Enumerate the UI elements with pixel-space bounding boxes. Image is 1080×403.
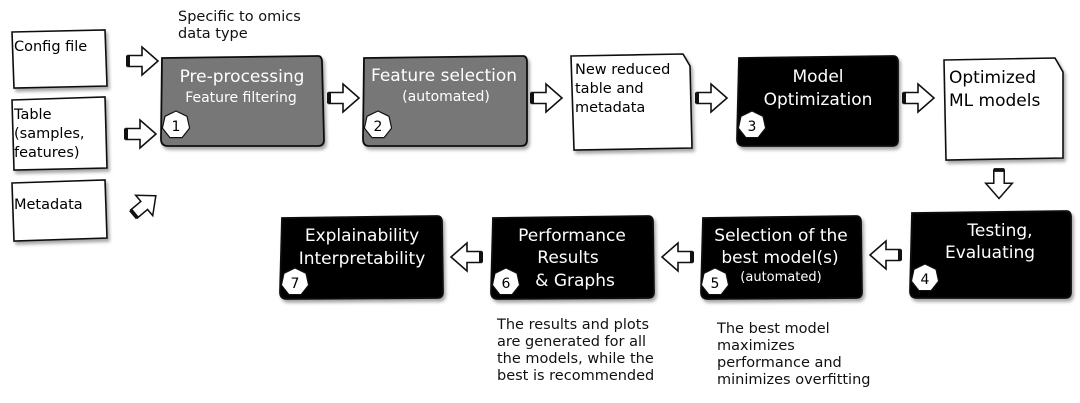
config-file-doc: Config file xyxy=(11,29,108,89)
step-2-number: 2 xyxy=(374,119,383,135)
arrow-3-doc-icon xyxy=(902,82,936,114)
reduced-line-2: table and xyxy=(575,81,644,97)
arrow-2-3-icon xyxy=(530,82,564,114)
reduced-line-1: New reduced xyxy=(575,62,670,78)
arrow-table-icon xyxy=(124,118,158,150)
metadata-doc: Metadata xyxy=(11,179,108,242)
arrow-doc-3-icon xyxy=(695,82,729,114)
table-label-3: features) xyxy=(14,145,80,161)
table-doc: Table (samples, features) xyxy=(11,96,108,171)
step-5-number: 5 xyxy=(711,276,720,292)
step-7-number: 7 xyxy=(291,276,300,292)
reduced-table-doc: New reduced table and metadata xyxy=(570,53,693,151)
table-label-1: Table xyxy=(13,107,52,123)
step-4-testing-box: Testing, Evaluating 4 xyxy=(909,210,1072,299)
arrow-4-5-icon xyxy=(868,239,902,271)
step-3-number: 3 xyxy=(748,119,757,135)
step-4-line-2: Evaluating xyxy=(945,243,1035,263)
step-7-line-2: Interpretability xyxy=(299,249,426,269)
arrow-config-icon xyxy=(126,45,160,77)
step-6-line-1: Performance xyxy=(518,226,626,246)
arrow-6-7-icon xyxy=(449,241,483,273)
optimized-line-1: Optimized xyxy=(949,68,1036,88)
arrow-down-icon xyxy=(983,168,1015,201)
metadata-label: Metadata xyxy=(14,197,83,213)
step-6-line-2: Results xyxy=(537,248,599,268)
optimized-line-2: ML models xyxy=(949,91,1040,111)
step-7-explainability-box: Explainability Interpretability 7 xyxy=(279,215,444,300)
step-3-line-1: Model xyxy=(792,67,843,87)
step-6-performance-box: Performance Results & Graphs 6 xyxy=(490,215,655,300)
step-5-line-2: best model(s) xyxy=(721,248,838,268)
results-note: The results and plots are generated for … xyxy=(497,317,655,384)
step-7-line-1: Explainability xyxy=(305,226,419,246)
arrow-1-2-icon xyxy=(327,82,361,114)
step-2-subtitle: (automated) xyxy=(402,89,490,105)
step-6-line-3: & Graphs xyxy=(535,271,615,291)
arrow-5-6-icon xyxy=(660,241,694,273)
step-2-feature-selection-box: Feature selection (automated) 2 xyxy=(362,55,528,147)
step-5-line-1: Selection of the xyxy=(714,226,847,246)
step-4-line-1: Testing, xyxy=(966,221,1032,241)
best-model-note: The best model maximizes performance and… xyxy=(717,321,871,388)
omics-note: Specific to omics data type xyxy=(178,9,301,42)
step-4-number: 4 xyxy=(921,272,930,288)
table-label-2: (samples, xyxy=(14,126,85,142)
step-3-line-2: Optimization xyxy=(764,90,873,110)
step-5-subtitle: (automated) xyxy=(740,270,821,285)
step-3-model-optimization-box: Model Optimization 3 xyxy=(736,55,899,147)
step-2-title: Feature selection xyxy=(371,66,517,86)
step-1-preprocessing-box: Pre-processing Feature filtering 1 xyxy=(160,55,325,147)
reduced-line-3: metadata xyxy=(575,100,645,116)
step-6-number: 6 xyxy=(502,276,511,292)
optimized-models-doc: Optimized ML models xyxy=(943,57,1064,161)
config-file-label: Config file xyxy=(14,39,87,55)
step-5-selection-box: Selection of the best model(s) (automate… xyxy=(700,215,863,300)
arrow-metadata-icon xyxy=(123,183,167,227)
step-1-title: Pre-processing xyxy=(180,67,305,87)
step-1-number: 1 xyxy=(172,119,181,135)
step-1-subtitle: Feature filtering xyxy=(185,90,297,106)
